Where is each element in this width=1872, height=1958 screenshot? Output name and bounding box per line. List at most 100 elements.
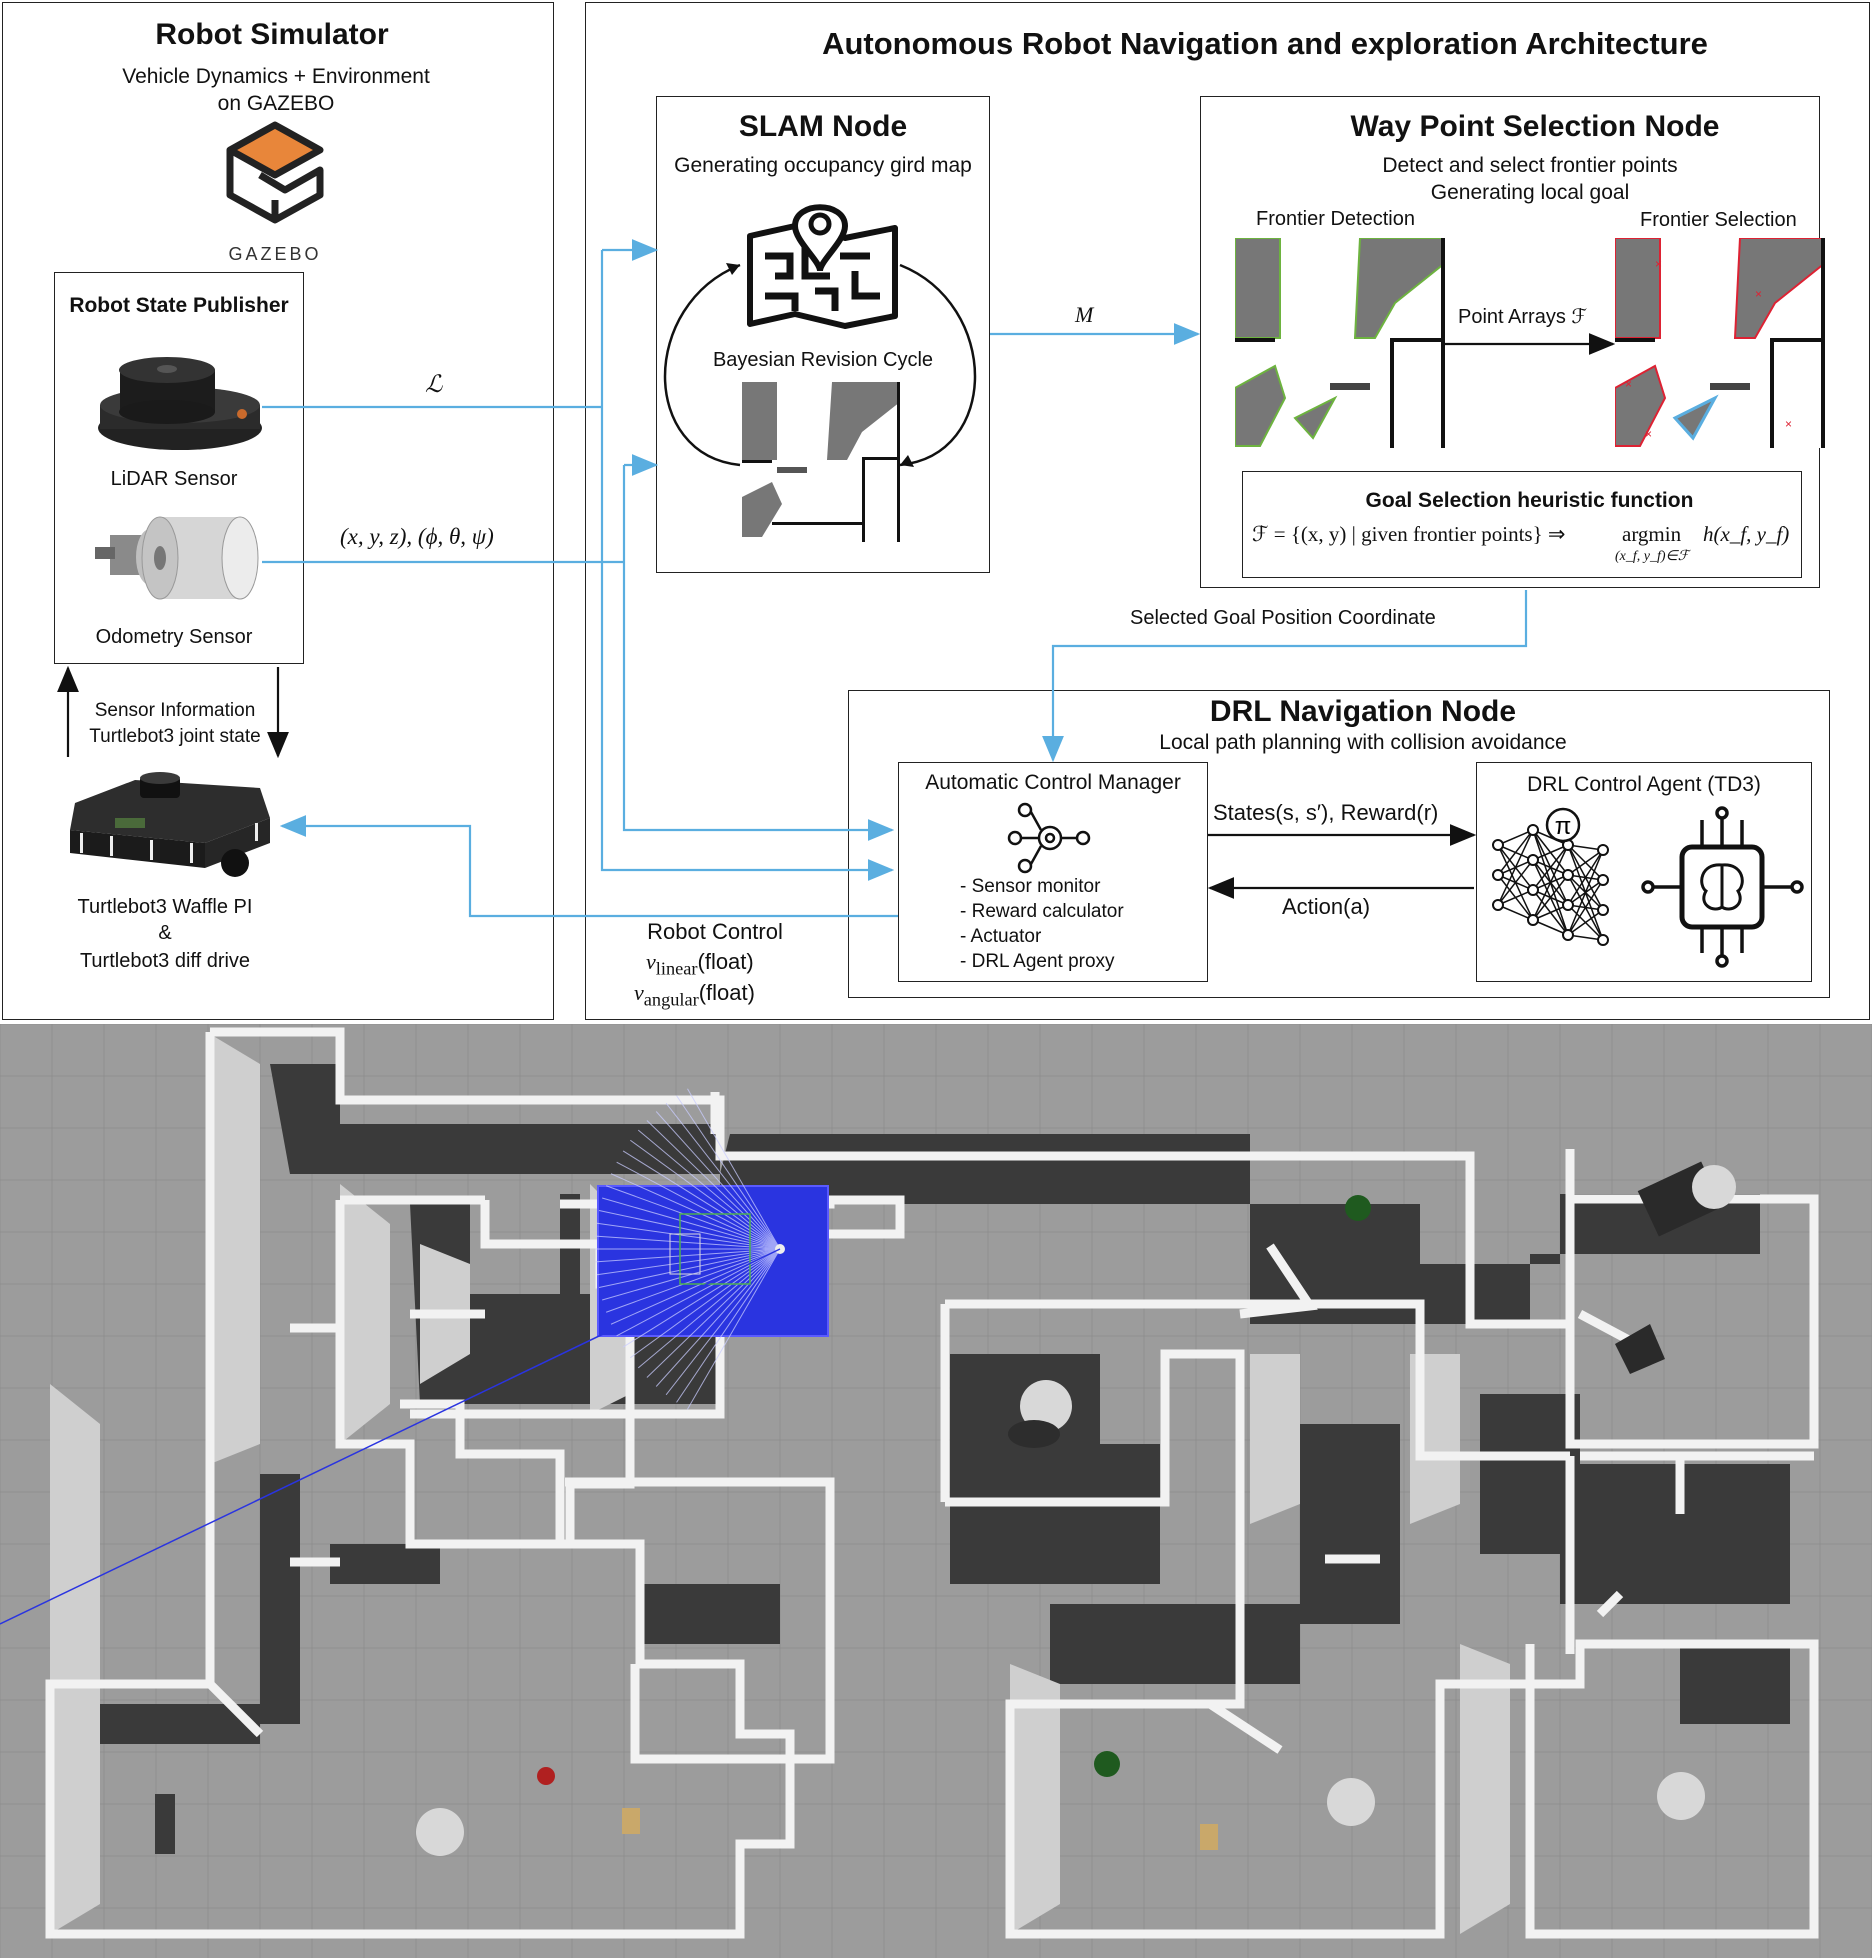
network-hub-icon [1007,802,1091,874]
map-pin-icon [747,204,898,329]
nn-edge [1567,849,1604,936]
lidar-scan-ray [616,1248,781,1337]
drl-node-title: DRL Navigation Node [1209,695,1517,728]
svg-text:×: × [1655,257,1662,271]
lidar-scan-ray [676,1248,781,1403]
gazebo-simulation-scene [0,1024,1872,1958]
v-angular-label: vangular(float) [634,980,755,1010]
svg-text:×: × [1645,427,1652,441]
nn-edge [1567,849,1604,876]
acm-item-reward-calculator: - Reward calculator [960,901,1124,922]
frontier-detection-label: Frontier Detection [1256,208,1415,230]
slam-node-subtitle: Generating occupancy gird map [674,154,972,177]
nn-edge [1532,904,1569,921]
turtlebot-robot-icon [70,772,270,877]
slam-occupancy-map [742,382,900,542]
v-linear-subscript: linear [655,958,698,979]
nn-node [1597,904,1609,916]
goal-selection-box [1242,471,1802,578]
nn-node [1597,934,1609,946]
lidar-scan-ray [595,1235,781,1250]
robot-simulator-subtitle-2: on GAZEBO [217,92,335,115]
nn-edge [1567,909,1604,936]
svg-text:×: × [1625,377,1632,391]
map-signal-label: M [1075,302,1094,327]
lidar-signal-label: ℒ [425,372,443,398]
lidar-scan-ray [605,1185,781,1250]
nn-edge [1532,919,1569,936]
nn-node [1562,899,1574,911]
goal-selection-title: Goal Selection heuristic function [1365,489,1694,512]
acm-item-actuator: - Actuator [960,926,1042,947]
nn-edge [1567,879,1604,936]
nn-edge [1532,844,1569,861]
argmin-subscript: (x_f, y_f)∈ℱ [1615,549,1689,564]
frontier-detection-map [1235,238,1445,448]
lidar-scan-ray [637,1248,781,1369]
frontier-selection-map: × × × × × [1615,238,1825,448]
nn-node [1597,874,1609,886]
v-linear-type: (float) [697,949,754,974]
v-linear-symbol: v [646,949,656,974]
neural-network-icon: π [1492,807,1609,946]
ai-brain-chip-icon [1641,806,1804,968]
lidar-scan-ray [610,1248,781,1325]
action-label: Action(a) [1282,894,1371,919]
nn-edge [1497,829,1534,906]
lidar-scan-ray [655,1248,781,1387]
nn-edge [1532,874,1569,921]
robot-state-publisher-title: Robot State Publisher [69,294,289,317]
lidar-scan-ray [630,1139,781,1250]
bayesian-cycle-arrows [663,263,977,467]
lidar-scan-ray [665,1102,781,1250]
nn-edge [1532,844,1569,891]
nn-node [1562,869,1574,881]
goal-formula: ℱ = {(x, y) | given frontier points} ⇒ [1252,522,1566,546]
v-linear-label: vlinear(float) [646,949,754,979]
svg-text:×: × [1755,287,1762,301]
nn-edge [1567,849,1604,906]
nn-node [1492,839,1504,851]
drl-node-subtitle: Local path planning with collision avoid… [1159,731,1567,754]
connector-arrows [57,239,1616,918]
turtlebot-label-2: & [158,922,172,944]
nn-node [1492,899,1504,911]
nn-edge [1532,844,1569,921]
automatic-control-manager-box [898,762,1208,982]
nn-node [1492,869,1504,881]
lidar-scan-ray [610,1173,781,1250]
nn-edge [1497,829,1534,846]
lidar-scan-ray [637,1129,781,1250]
lidar-sensor-label: LiDAR Sensor [110,468,238,490]
nn-node [1527,854,1539,866]
nn-node [1597,844,1609,856]
lidar-scan-ray [655,1111,781,1250]
svg-text:π: π [1555,813,1572,840]
lidar-scan-ray [676,1095,781,1250]
bayesian-cycle-label: Bayesian Revision Cycle [712,349,934,371]
robot-simulator-title: Robot Simulator [155,18,389,51]
odometry-sensor-label: Odometry Sensor [95,626,253,648]
waypoint-node-title: Way Point Selection Node [1350,110,1720,143]
waypoint-line-2: Generating local goal [1430,181,1630,204]
svg-text:×: × [1785,417,1792,431]
v-angular-type: (float) [698,980,755,1005]
gazebo-logo-icon [226,121,324,224]
lidar-scan-ray [595,1248,781,1263]
lidar-scan-ray [687,1248,781,1410]
states-reward-label: States(s, s′), Reward(r) [1213,800,1439,825]
nn-node [1527,824,1539,836]
gazebo-logo-text: GAZEBO [228,244,322,264]
sensor-information-label: Sensor Information [94,700,256,721]
selected-goal-label: Selected Goal Position Coordinate [1130,607,1436,629]
lidar-scan-ray [605,1248,781,1313]
odometry-sensor-icon [95,516,259,600]
lidar-scan-ray [622,1248,781,1348]
lidar-scan-ray [646,1120,781,1250]
robot-control-label: Robot Control [647,919,783,944]
argmin-label: argmin [1622,522,1682,546]
acm-title: Automatic Control Manager [925,771,1181,794]
point-arrays-label: Point Arrays ℱ [1458,306,1588,328]
lidar-scan-ray [616,1161,781,1250]
nn-edge [1497,904,1534,921]
